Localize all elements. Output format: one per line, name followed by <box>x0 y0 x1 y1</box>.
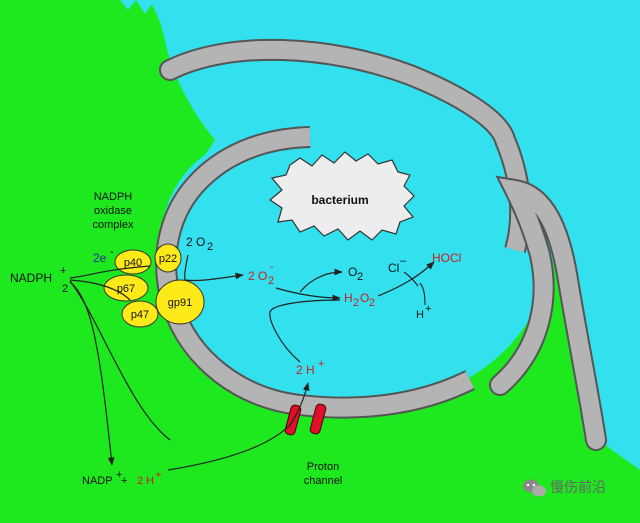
arrow-to-o2 <box>299 268 343 293</box>
proton-label: H + <box>416 303 431 321</box>
electron-path <box>69 265 151 279</box>
subunit-p40-label: p40 <box>124 257 142 269</box>
nadp-label: NADP + + 2 H + <box>82 469 161 487</box>
o2-label: O 2 <box>348 265 363 283</box>
svg-text:2: 2 <box>207 241 213 253</box>
svg-text:NADP: NADP <box>82 475 113 487</box>
two-protons-label: 2 H + <box>296 358 324 377</box>
svg-text:2: 2 <box>357 271 363 283</box>
wechat-icon <box>523 479 546 497</box>
svg-text:2 H: 2 H <box>137 475 154 487</box>
svg-text:O: O <box>360 291 369 305</box>
oxygen-in-label: 2 O 2 <box>186 235 213 253</box>
svg-text:Cl: Cl <box>388 261 399 275</box>
bacterium-shape <box>268 151 415 241</box>
hocl-label: HOCl <box>432 251 461 265</box>
subunit-gp91-label: gp91 <box>168 297 192 309</box>
subunit-p40 <box>114 249 152 275</box>
arrow-protons-through-channel <box>167 382 310 471</box>
svg-text:+: + <box>318 358 324 370</box>
complex-label-line1: NADPH <box>94 191 133 203</box>
oxidase-complex: p40 p22 p67 gp91 p47 <box>103 243 205 328</box>
svg-text:+: + <box>60 265 66 277</box>
arrow-oxygen-to-superoxide <box>184 272 244 282</box>
watermark-text: 慢伤前沿 <box>550 479 606 495</box>
superoxide-label: 2 O 2 - <box>248 261 274 287</box>
h2o2-label: H 2 O 2 <box>344 291 375 309</box>
chloride-label: Cl – <box>388 255 407 275</box>
subunit-p67 <box>103 274 149 302</box>
arrow-protons-to-peroxide <box>269 299 341 363</box>
subunit-p67-label: p67 <box>117 283 135 295</box>
svg-text:H: H <box>344 291 353 305</box>
svg-text:+: + <box>116 469 122 481</box>
channel-label-line2: channel <box>304 475 343 487</box>
svg-text:-: - <box>110 246 114 258</box>
svg-text:+: + <box>425 303 431 315</box>
complex-label-line2: oxidase <box>94 205 132 217</box>
svg-text:2 O: 2 O <box>248 269 267 283</box>
svg-text:+: + <box>121 475 127 487</box>
electrons-label: 2e - <box>93 246 114 265</box>
subunit-gp91 <box>155 279 205 325</box>
svg-text:NADPH: NADPH <box>10 271 52 285</box>
svg-text:-: - <box>270 261 274 273</box>
watermark: 慢伤前沿 <box>523 479 606 497</box>
subunit-p22 <box>154 243 182 273</box>
svg-text:–: – <box>400 255 407 267</box>
svg-text:H: H <box>416 309 424 321</box>
subunit-p47 <box>121 300 159 328</box>
arrow-peroxide-to-hocl <box>377 261 435 297</box>
arrow-superoxide-to-peroxide <box>275 287 341 302</box>
svg-text:2: 2 <box>268 275 274 287</box>
svg-text:+: + <box>155 469 161 481</box>
svg-text:2 H: 2 H <box>296 363 315 377</box>
svg-text:O: O <box>348 265 357 279</box>
svg-text:2: 2 <box>353 297 359 309</box>
subunit-p47-label: p47 <box>131 309 149 321</box>
nadph-label: NADPH + 2 <box>10 265 68 295</box>
subunit-p22-label: p22 <box>159 253 177 265</box>
bacterium-label: bacterium <box>311 193 368 207</box>
svg-text:2 O: 2 O <box>186 235 205 249</box>
proton-channel-right <box>309 403 327 435</box>
arrow-to-nadp <box>69 281 115 466</box>
svg-text:2: 2 <box>369 297 375 309</box>
svg-text:2e: 2e <box>93 251 107 265</box>
channel-label-line1: Proton <box>307 461 339 473</box>
svg-text:2: 2 <box>62 283 68 295</box>
complex-label-line3: complex <box>93 219 134 231</box>
